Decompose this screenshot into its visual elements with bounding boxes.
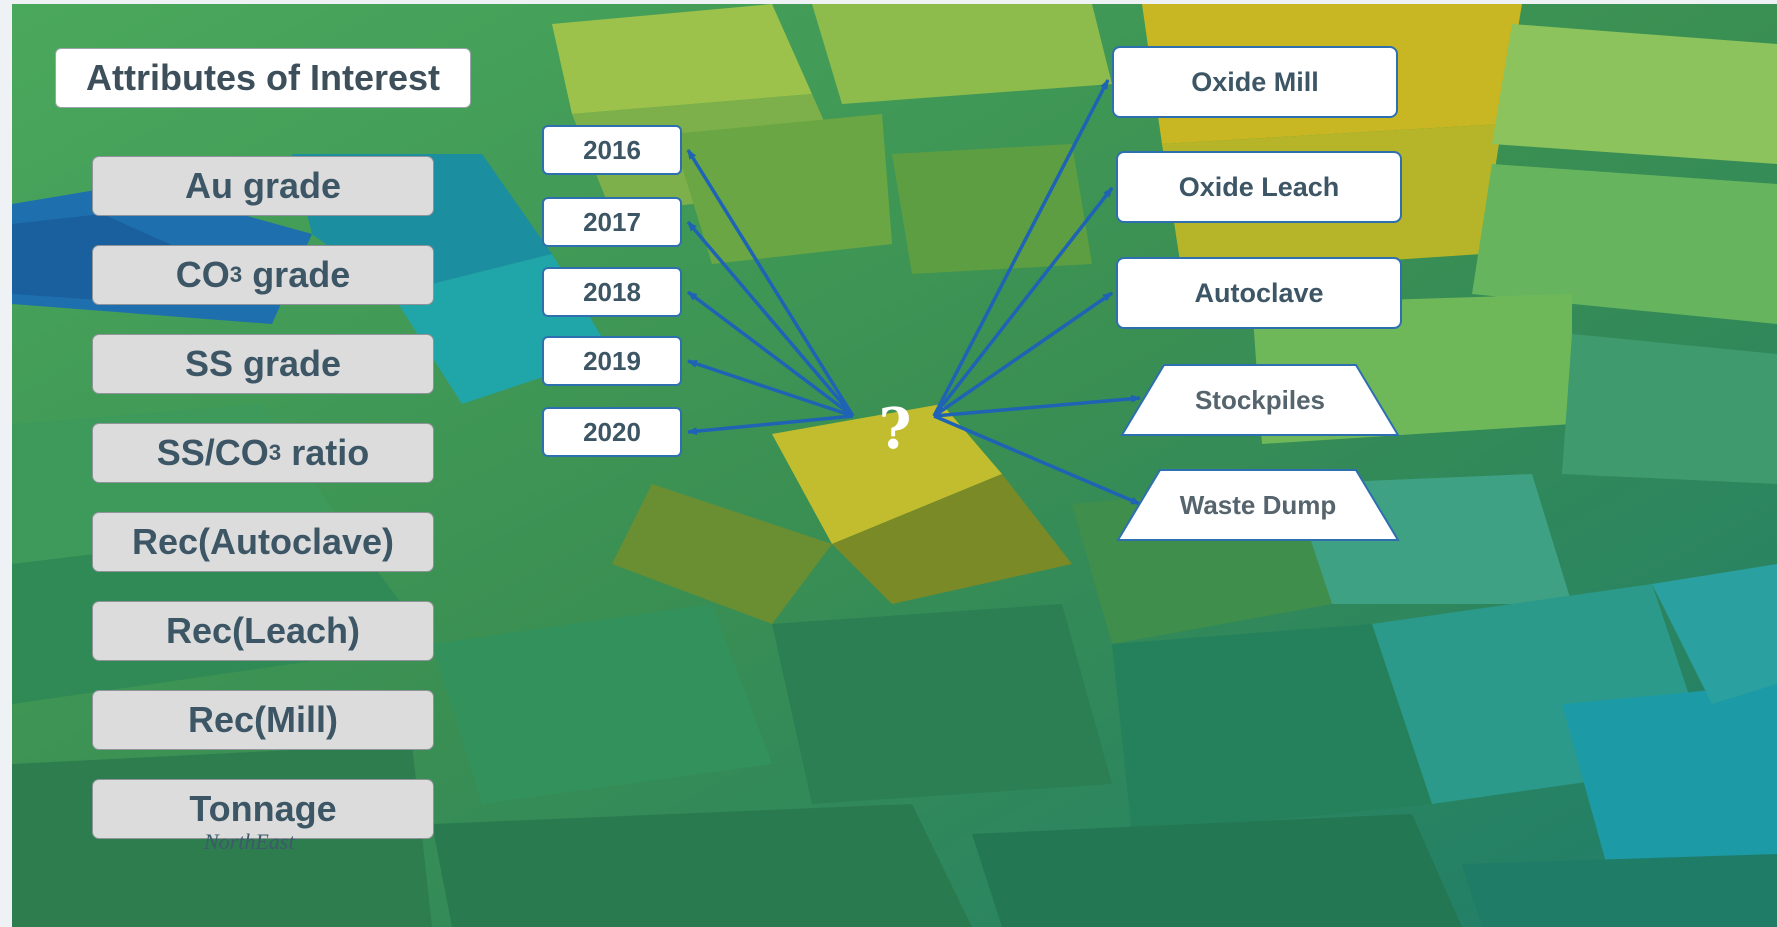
block-model-background: [12, 4, 1777, 927]
arrow-to-2017: [686, 220, 855, 418]
arrow-to-stockpiles: [933, 394, 1141, 418]
connector-arrows: [686, 79, 1141, 506]
arrow-to-waste-dump: [933, 414, 1141, 506]
destination-oxide-mill: Oxide Mill: [1112, 46, 1398, 118]
attribute-au-grade: Au grade: [92, 156, 434, 216]
attribute-rec-mill: Rec(Mill): [92, 690, 434, 750]
attribute-rec-autoclave: Rec(Autoclave): [92, 512, 434, 572]
arrow-to-2019: [687, 359, 854, 418]
destination-oxide-leach: Oxide Leach: [1116, 151, 1402, 223]
year-2018: 2018: [542, 267, 682, 317]
year-2016: 2016: [542, 125, 682, 175]
arrow-to-2020: [687, 414, 854, 436]
attribute-ss-grade: SS grade: [92, 334, 434, 394]
destination-stockpiles: Stockpiles: [1194, 384, 1326, 415]
northeast-logo: NorthEast: [204, 829, 295, 854]
attributes-title: Attributes of Interest: [55, 48, 471, 108]
arrow-to-autoclave: [933, 291, 1113, 418]
year-2017: 2017: [542, 197, 682, 247]
arrow-to-oxide-mill: [932, 79, 1110, 417]
destination-autoclave: Autoclave: [1116, 257, 1402, 329]
arrow-to-2018: [686, 290, 855, 418]
destination-waste-dump-shape: [1116, 469, 1400, 541]
arrow-to-oxide-leach: [932, 186, 1114, 418]
attribute-rec-leach: Rec(Leach): [92, 601, 434, 661]
destination-waste-dump: Waste Dump: [1179, 489, 1337, 520]
destination-stockpiles-shape: [1120, 364, 1400, 436]
year-2019: 2019: [542, 336, 682, 386]
unknown-destination-symbol: ?: [878, 396, 912, 462]
attribute-tonnage: Tonnage: [92, 779, 434, 839]
arrow-to-2016: [686, 149, 855, 417]
year-2020: 2020: [542, 407, 682, 457]
